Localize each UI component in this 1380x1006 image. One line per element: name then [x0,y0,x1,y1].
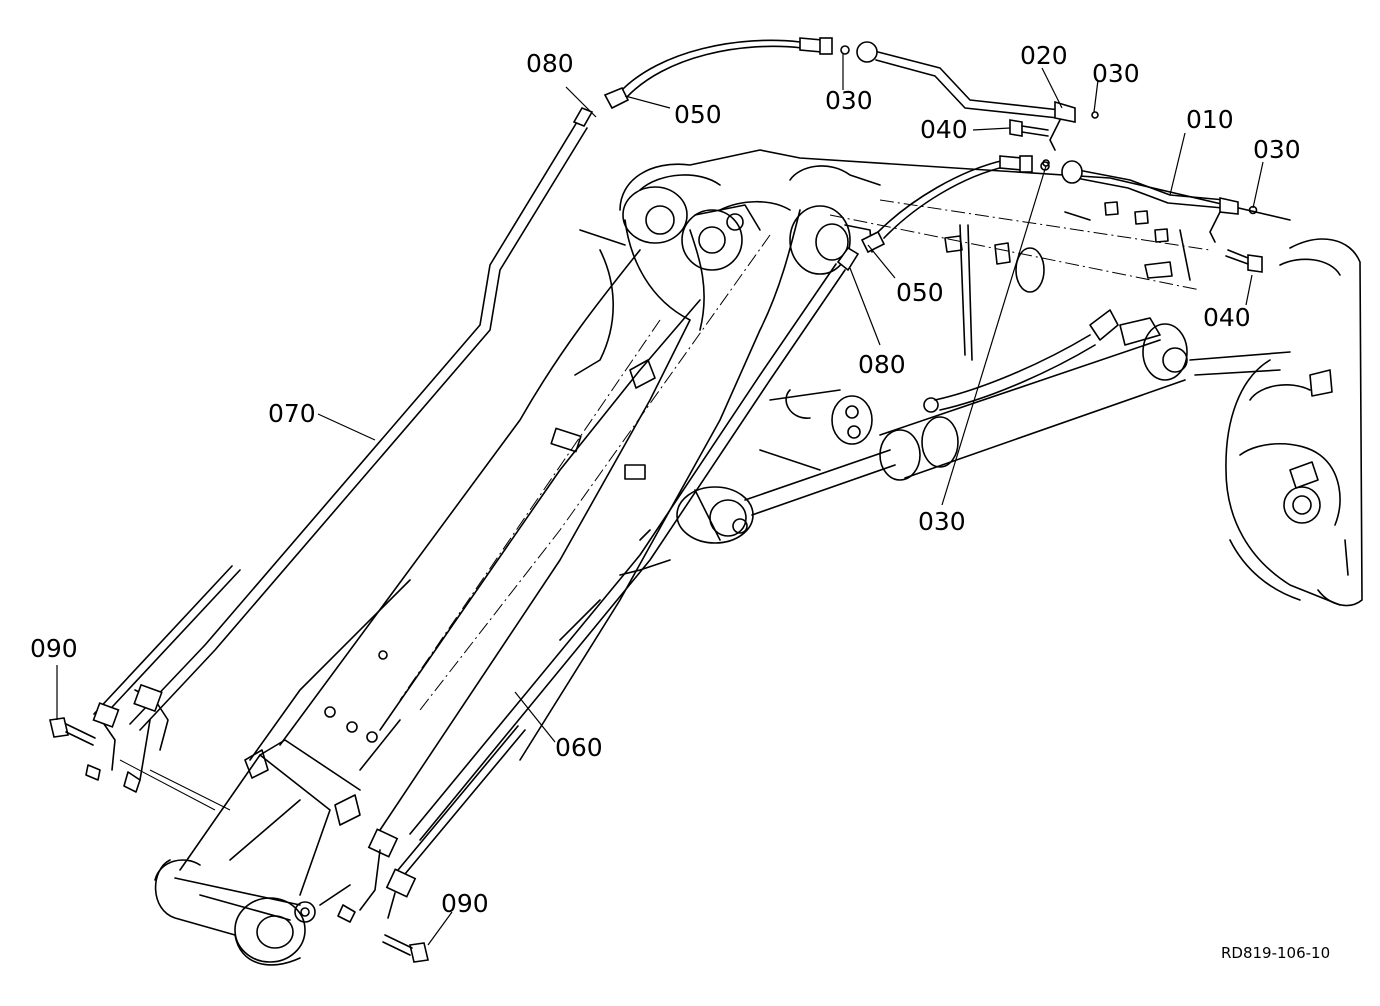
label-040-upper: 040 [920,115,968,144]
part-labels: 020 030 030 040 080 050 010 030 040 050 … [30,41,1330,962]
pipe-070 [123,106,594,793]
label-060: 060 [555,733,603,762]
label-030-bottom: 030 [918,507,966,536]
label-080-middle: 080 [858,350,906,379]
boom-foot [119,739,361,966]
boom [249,149,1291,831]
label-010-020: 020 [1020,41,1068,70]
hose-050-middle [860,155,1050,254]
label-030-top-right: 030 [1092,59,1140,88]
hose-050-top [603,37,850,110]
label-030-top: 030 [825,86,873,115]
drawing-code: RD819-106-10 [1221,944,1330,962]
label-050-middle: 050 [896,278,944,307]
boom-cylinder [676,317,1291,544]
label-010: 010 [1186,105,1234,134]
bolt-040-lower [1225,249,1263,273]
label-090-right: 090 [441,889,489,918]
boom-pivots [622,186,873,275]
label-030-right: 030 [1253,135,1301,164]
bolt-090-left [49,717,96,746]
label-040-lower: 040 [1203,303,1251,332]
label-090-left: 090 [30,634,78,663]
pipe-060 [359,246,860,911]
cylinder-hoses [923,309,1119,413]
label-050-top: 050 [674,100,722,129]
pipe-secondary-right [337,725,526,923]
label-080-top: 080 [526,49,574,78]
bolt-040-upper [1009,119,1049,137]
label-070: 070 [268,399,316,428]
pipe-020 [856,41,1076,151]
bolt-090-right [382,934,429,963]
pipe-secondary-left [85,565,241,781]
swing-bracket [1225,238,1363,607]
boom-upper-body [829,159,1211,361]
pipe-010 [1061,160,1239,243]
leader-lines [56,54,1264,946]
